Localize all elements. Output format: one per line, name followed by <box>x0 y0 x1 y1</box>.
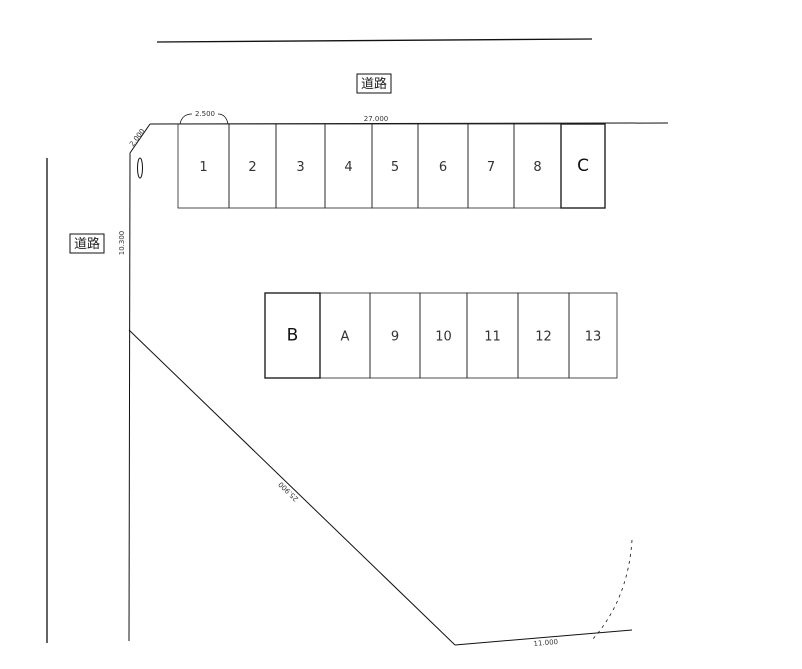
bottom-length-dimension: 11.000 <box>533 638 558 648</box>
top-road-label-box: 道路 <box>356 73 392 94</box>
slot-outline <box>560 123 606 209</box>
slot-label: B <box>287 326 299 346</box>
lot-left-edge <box>128 152 131 642</box>
top-parking-row: 1 2 3 4 5 6 7 8 C <box>177 123 606 209</box>
slot-width-bracket <box>179 113 229 125</box>
slot-label: 2 <box>248 160 256 175</box>
slot-label: 7 <box>487 160 495 175</box>
left-road-label: 道路 <box>74 236 100 252</box>
top-length-dimension: 27.000 <box>364 115 389 123</box>
lot-right-curve <box>591 539 633 641</box>
top-road-line <box>156 38 593 43</box>
slot-label: C <box>577 156 589 176</box>
parking-slot-7: 7 <box>467 123 515 209</box>
slot-label: 3 <box>296 160 304 175</box>
parking-slot-a: A <box>319 292 371 379</box>
lot-corner-cut <box>129 123 151 154</box>
parking-slot-5: 5 <box>371 123 419 209</box>
parking-slot-8: 8 <box>513 123 562 209</box>
parking-slot-1: 1 <box>177 123 230 209</box>
slot-outline <box>568 292 618 379</box>
parking-slot-c: C <box>560 123 606 209</box>
utility-pole-icon <box>137 157 143 179</box>
slot-label: 9 <box>391 330 399 345</box>
lot-diagonal-edge <box>128 329 456 646</box>
corner-cut-dimension: 2.000 <box>128 127 147 148</box>
parking-slot-b: B <box>264 292 321 379</box>
parking-slot-13: 13 <box>568 292 618 379</box>
parking-slot-12: 12 <box>517 292 570 379</box>
parking-slot-9: 9 <box>369 292 421 379</box>
parking-slot-2: 2 <box>228 123 277 209</box>
left-road-label-box: 道路 <box>69 233 105 254</box>
parking-slot-11: 11 <box>466 292 519 379</box>
parking-slot-4: 4 <box>324 123 373 209</box>
slot-label: 11 <box>484 330 501 345</box>
slot-label: 13 <box>585 330 602 345</box>
slot-label: 10 <box>435 330 452 345</box>
slot-label: 1 <box>199 160 207 175</box>
slot-label: 5 <box>391 160 399 175</box>
slot-label: 12 <box>535 330 552 345</box>
parking-slot-3: 3 <box>275 123 326 209</box>
bottom-parking-row: B A 9 10 11 12 13 <box>264 292 618 379</box>
parking-slot-6: 6 <box>417 123 469 209</box>
slot-label: A <box>341 330 350 345</box>
slot-width-dimension: 2.500 <box>195 110 215 118</box>
parking-slot-10: 10 <box>419 292 468 379</box>
lot-bottom-edge <box>454 629 633 646</box>
slot-label: 6 <box>439 160 447 175</box>
left-length-dimension: 10.300 <box>118 231 126 256</box>
top-road-label: 道路 <box>361 76 387 92</box>
slot-label: 4 <box>344 160 352 175</box>
slot-label: 8 <box>533 160 541 175</box>
